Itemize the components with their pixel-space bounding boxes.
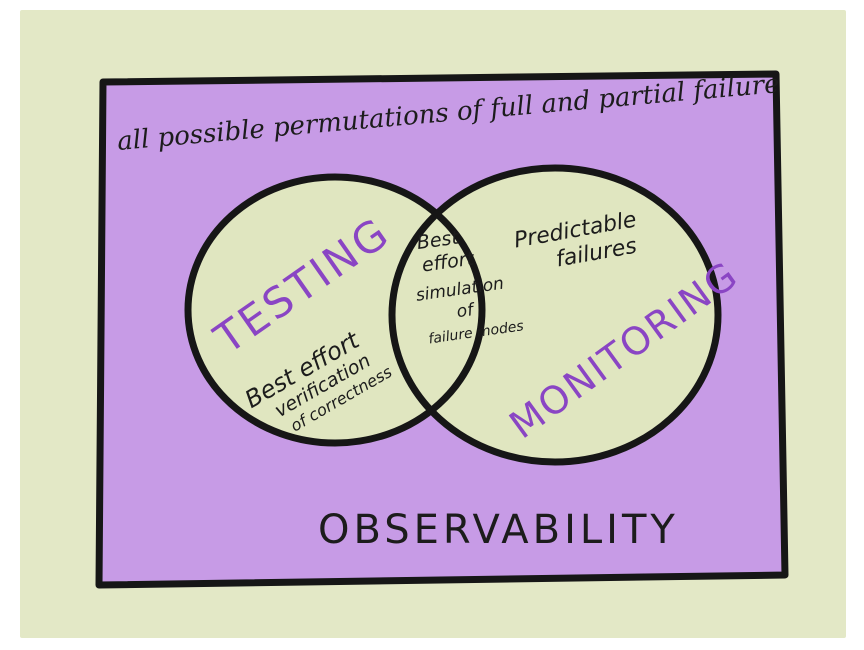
bottom-label: OBSERVABILITY [318, 507, 679, 553]
right-circle [392, 168, 718, 462]
right-circle-outline [388, 164, 722, 466]
overlap-description-line: of [455, 300, 477, 323]
left-circle-outline [184, 173, 486, 447]
